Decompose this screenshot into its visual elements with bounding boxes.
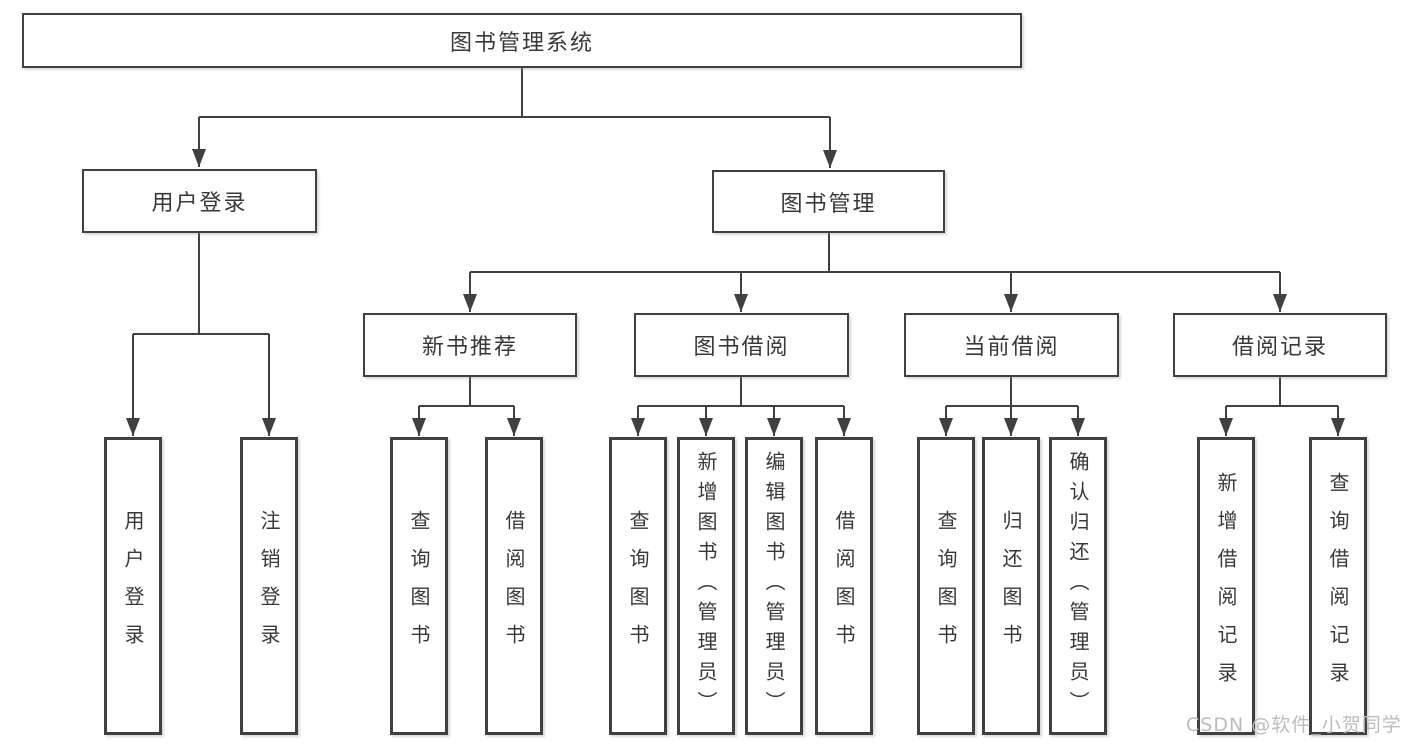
leaf-confirm-return-admin-label: 确认归还（管理员） xyxy=(1066,451,1090,721)
leaf-return-book-label: 归还图书 xyxy=(999,510,1023,662)
leaf-borrow-book-label: 借阅图书 xyxy=(832,510,856,662)
node-borrow-records: 借阅记录 xyxy=(1173,313,1387,377)
leaf-recommend-query-books: 查询图书 xyxy=(390,437,448,735)
leaf-logout: 注销登录 xyxy=(240,437,298,735)
node-current-borrow: 当前借阅 xyxy=(904,313,1119,377)
leaf-recommend-borrow-books-label: 借阅图书 xyxy=(502,510,526,662)
leaf-current-query-books: 查询图书 xyxy=(917,437,975,735)
leaf-borrow-book: 借阅图书 xyxy=(815,437,873,735)
node-borrow-records-label: 借阅记录 xyxy=(1231,335,1328,360)
leaf-query-borrow-record-label: 查询借阅记录 xyxy=(1326,472,1350,700)
leaf-edit-book-admin-label: 编辑图书（管理员） xyxy=(762,451,786,721)
node-user-login-label: 用户登录 xyxy=(151,191,248,216)
node-book-borrow-label: 图书借阅 xyxy=(693,335,790,360)
leaf-borrow-query-books: 查询图书 xyxy=(609,437,667,735)
leaf-user-login-label: 用户登录 xyxy=(121,510,145,662)
node-new-book-recommend: 新书推荐 xyxy=(363,313,577,377)
node-root: 图书管理系统 xyxy=(22,13,1022,68)
leaf-query-borrow-record: 查询借阅记录 xyxy=(1309,437,1367,735)
leaf-add-borrow-record: 新增借阅记录 xyxy=(1197,437,1255,735)
leaf-borrow-query-books-label: 查询图书 xyxy=(626,510,650,662)
leaf-recommend-query-books-label: 查询图书 xyxy=(407,510,431,662)
leaf-confirm-return-admin: 确认归还（管理员） xyxy=(1049,437,1107,735)
csdn-watermark: CSDN @软件_小贺同学 xyxy=(1186,714,1402,736)
leaf-add-book-admin-label: 新增图书（管理员） xyxy=(694,451,718,721)
leaf-add-borrow-record-label: 新增借阅记录 xyxy=(1214,472,1238,700)
node-user-login: 用户登录 xyxy=(82,169,317,233)
node-book-borrow: 图书借阅 xyxy=(634,313,849,377)
leaf-recommend-borrow-books: 借阅图书 xyxy=(485,437,543,735)
leaf-user-login: 用户登录 xyxy=(104,437,162,735)
node-root-label: 图书管理系统 xyxy=(449,30,594,56)
leaf-current-query-books-label: 查询图书 xyxy=(934,510,958,662)
node-book-management: 图书管理 xyxy=(712,170,945,233)
node-new-book-recommend-label: 新书推荐 xyxy=(421,335,518,360)
leaf-add-book-admin: 新增图书（管理员） xyxy=(677,437,735,735)
leaf-edit-book-admin: 编辑图书（管理员） xyxy=(745,437,803,735)
leaf-return-book: 归还图书 xyxy=(982,437,1040,735)
node-current-borrow-label: 当前借阅 xyxy=(963,335,1060,360)
node-book-management-label: 图书管理 xyxy=(780,191,877,217)
leaf-logout-label: 注销登录 xyxy=(257,510,281,662)
